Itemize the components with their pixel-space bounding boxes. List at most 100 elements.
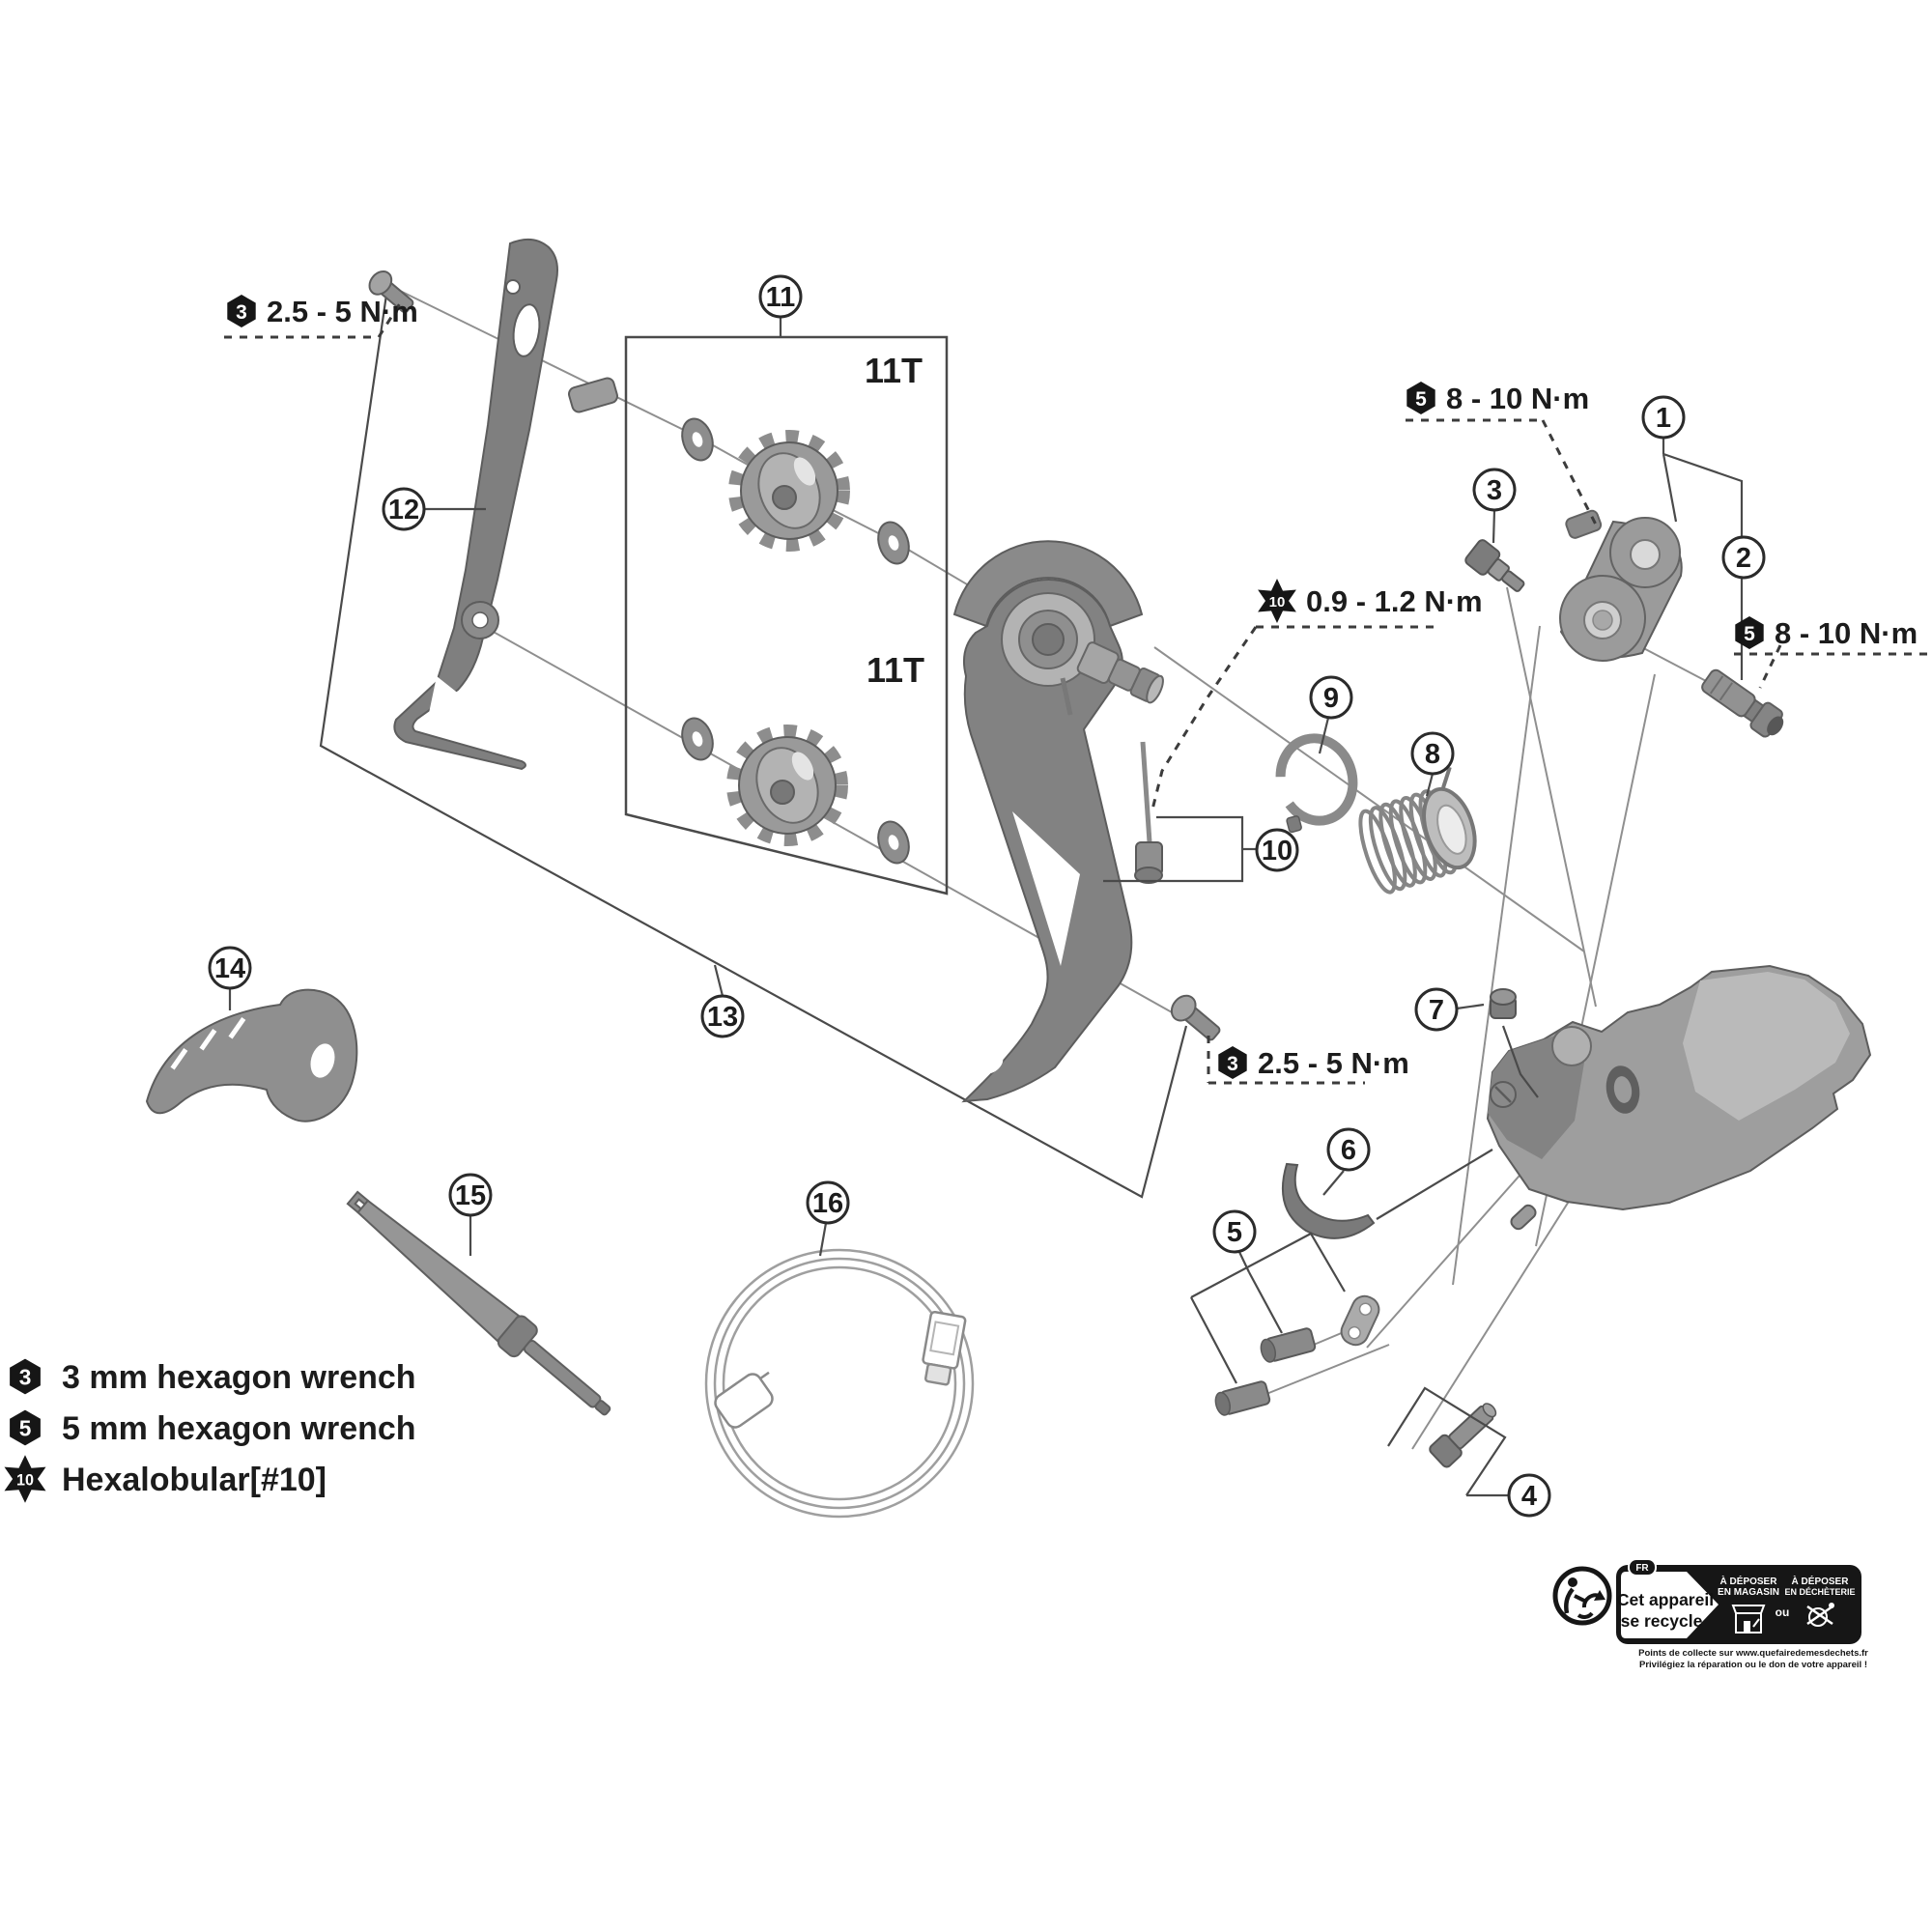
hex-wrench-icon xyxy=(10,1409,41,1446)
torque-label: 3 2.5 - 5 N·m xyxy=(227,295,418,328)
callout-number: 7 xyxy=(1429,995,1444,1026)
store-icon xyxy=(1731,1605,1766,1634)
end-cap xyxy=(1490,988,1517,1019)
callout-number: 9 xyxy=(1323,683,1339,714)
hexalobular-size: 10 xyxy=(1269,594,1286,611)
hex-wrench-size: 3 xyxy=(1227,1053,1238,1075)
hex-wrench-icon xyxy=(10,1358,41,1395)
hex-wrench-size: 5 xyxy=(19,1416,32,1441)
mount-screw-2 xyxy=(1214,1380,1271,1416)
recycle-headline-2: se recycle xyxy=(1621,1611,1703,1631)
guide-pulley-teeth-label: 11T xyxy=(865,351,923,390)
callout-circle xyxy=(1255,828,1299,872)
hexalobular-icon xyxy=(4,1455,46,1503)
hex-wrench-size: 3 xyxy=(19,1365,32,1390)
callout-6: 6 xyxy=(1326,1127,1371,1172)
torque-value: 2.5 - 5 N·m xyxy=(267,295,418,328)
recycle-option1-2: EN MAGASIN xyxy=(1718,1587,1779,1598)
recycle-note-1: Points de collecte sur www.quefairedemes… xyxy=(1638,1648,1868,1659)
legend-label: 3 mm hexagon wrench xyxy=(62,1359,416,1396)
triman-icon xyxy=(1552,1566,1612,1626)
guide-bracket xyxy=(145,988,358,1122)
callout-15: 15 xyxy=(448,1173,493,1217)
clutch-tab xyxy=(568,377,618,413)
callout-circle xyxy=(382,487,426,531)
derailleur-body xyxy=(1486,964,1872,1211)
hex-wrench-icon xyxy=(227,295,256,327)
bracket-axle-unit xyxy=(1559,509,1683,662)
torque-leaders xyxy=(224,299,1927,1085)
callout-circle xyxy=(1641,395,1686,440)
plate-bolt-top xyxy=(368,270,414,314)
callout-circle xyxy=(1212,1209,1257,1254)
hex-wrench-size: 5 xyxy=(1415,388,1427,411)
callout-12: 12 xyxy=(382,487,426,531)
callout-circle xyxy=(1507,1473,1551,1518)
recycle-separator: ou xyxy=(1776,1605,1790,1619)
callout-11: 11 xyxy=(758,274,803,319)
callout-13: 13 xyxy=(700,994,745,1038)
hex-wrench-icon xyxy=(1406,382,1435,414)
link-plate xyxy=(1340,1294,1380,1347)
tool-legend: 3 3 mm hexagon wrench 5 5 mm hexagon wrench… xyxy=(4,1358,416,1503)
bracket-axle-bolt xyxy=(1701,668,1784,738)
recycling-label: FR Cet appareil se recycle À DÉPOSER EN … xyxy=(1552,1558,1868,1670)
torque-value: 8 - 10 N·m xyxy=(1775,616,1918,650)
callout-circle xyxy=(1326,1127,1371,1172)
guide-pulley xyxy=(728,430,850,552)
callout-circle xyxy=(700,994,745,1038)
recycle-option2-1: À DÉPOSER xyxy=(1792,1575,1850,1587)
callout-1: 1 xyxy=(1641,395,1686,440)
callout-number: 13 xyxy=(707,1002,738,1033)
torque-label: 5 8 - 10 N·m xyxy=(1735,616,1918,650)
torque-label: 3 2.5 - 5 N·m xyxy=(1218,1046,1409,1080)
callout-4: 4 xyxy=(1507,1473,1551,1518)
stopper-screw xyxy=(1134,741,1163,884)
setup-tool xyxy=(346,1190,611,1416)
hex-wrench-size: 3 xyxy=(236,301,247,324)
callout-number: 4 xyxy=(1521,1481,1537,1512)
legend-label: 5 mm hexagon wrench xyxy=(62,1410,416,1447)
callout-7: 7 xyxy=(1414,987,1459,1032)
plate-bolt-bottom xyxy=(1170,994,1221,1041)
hexalobular-size: 10 xyxy=(16,1471,34,1489)
callout-3: 3 xyxy=(1472,468,1517,512)
tension-pulley-teeth-label: 11T xyxy=(867,650,924,690)
callout-circle xyxy=(1472,468,1517,512)
callout-number: 15 xyxy=(455,1180,486,1211)
callout-number: 3 xyxy=(1487,475,1502,506)
hex-wrench-size: 5 xyxy=(1744,623,1755,645)
callout-circle xyxy=(1309,675,1353,720)
torque-value: 8 - 10 N·m xyxy=(1446,382,1589,415)
usb-plug xyxy=(922,1310,967,1386)
skid-plate xyxy=(1281,1162,1376,1239)
callout-9: 9 xyxy=(1309,675,1353,720)
recycle-country-tag: FR xyxy=(1635,1563,1649,1574)
mount-bolt xyxy=(1429,1403,1497,1468)
callout-number: 11 xyxy=(766,282,796,313)
callout-number: 2 xyxy=(1736,543,1751,574)
torque-value: 2.5 - 5 N·m xyxy=(1258,1046,1409,1080)
callout-circle xyxy=(1721,535,1766,580)
callout-number: 16 xyxy=(812,1188,843,1219)
recycle-option2-2: EN DÉCHÈTERIE xyxy=(1784,1587,1855,1597)
callout-circle xyxy=(1410,731,1455,776)
tension-pulley xyxy=(726,724,848,846)
callout-circle xyxy=(208,946,252,990)
mount-screw-1 xyxy=(1260,1327,1317,1363)
callout-10: 10 xyxy=(1255,828,1299,872)
recycle-note-2: Privilégiez la réparation ou le don de v… xyxy=(1639,1660,1867,1670)
callout-5: 5 xyxy=(1212,1209,1257,1254)
callout-number: 6 xyxy=(1341,1135,1356,1166)
recycle-option1-1: À DÉPOSER xyxy=(1720,1575,1778,1587)
stopper-pin-screw xyxy=(1464,539,1525,592)
pulley-axle-shaft xyxy=(1076,641,1164,704)
torque-label: 5 8 - 10 N·m xyxy=(1406,382,1589,415)
pulley-teeth-labels: 11T 11T xyxy=(865,351,924,690)
